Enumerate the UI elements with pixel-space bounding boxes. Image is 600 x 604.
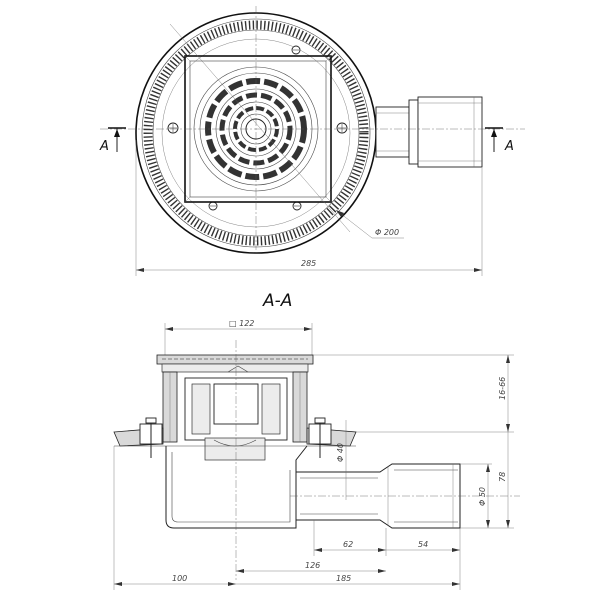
dim-54-label: 54 (418, 540, 428, 549)
dim-185-label: 185 (336, 574, 351, 583)
dim-height-78: 78 (498, 432, 510, 528)
dim-outlet-d50: Φ 50 (460, 463, 492, 528)
dim-width-285: 285 (135, 140, 483, 276)
section-marker-left: A (99, 127, 126, 154)
dim-inner-label: Φ 40 (336, 443, 345, 462)
dim-diameter-label: Φ 200 (375, 228, 399, 237)
dim-126-label: 126 (305, 561, 320, 570)
dim-54: 54 (386, 528, 461, 556)
dim-height-adjust-label: 16-66 (498, 377, 507, 400)
dim-grate-label: □ 122 (229, 319, 254, 328)
dim-62-label: 62 (343, 540, 353, 549)
dim-width-label: 285 (301, 259, 316, 268)
ribbed-ring (143, 20, 369, 246)
dim-100: 100 (113, 446, 236, 590)
outlet-socket-ring (408, 99, 419, 165)
dim-height-adjust: 16-66 (313, 354, 514, 529)
section-label-left: A (99, 139, 109, 154)
dim-grate-122: □ 122 (164, 319, 313, 356)
dim-height-label: 78 (498, 472, 507, 482)
body-lower (165, 445, 308, 529)
flange-screws (167, 45, 348, 211)
grate-plate (156, 354, 314, 365)
outlet-collar (375, 106, 410, 158)
outlet-pipe (417, 96, 483, 168)
section-marker-right: A (485, 127, 514, 154)
trap-bottom (204, 437, 266, 461)
section-title: A-A (262, 291, 292, 311)
odour-trap-section (184, 365, 288, 461)
dim-185: 185 (236, 556, 461, 590)
dim-inner-d40: Φ 40 (336, 420, 347, 500)
clamp-flange (113, 417, 357, 458)
dim-126: 126 (236, 561, 386, 573)
top-view: A A Φ 200 285 (99, 6, 525, 276)
section-label-right: A (504, 139, 514, 154)
dim-diameter-200: Φ 200 (335, 209, 404, 239)
dim-100-label: 100 (172, 574, 187, 583)
section-view: A-A □ 122 (113, 291, 520, 590)
dim-62: 62 (313, 520, 387, 556)
dim-outlet-label: Φ 50 (478, 487, 487, 506)
